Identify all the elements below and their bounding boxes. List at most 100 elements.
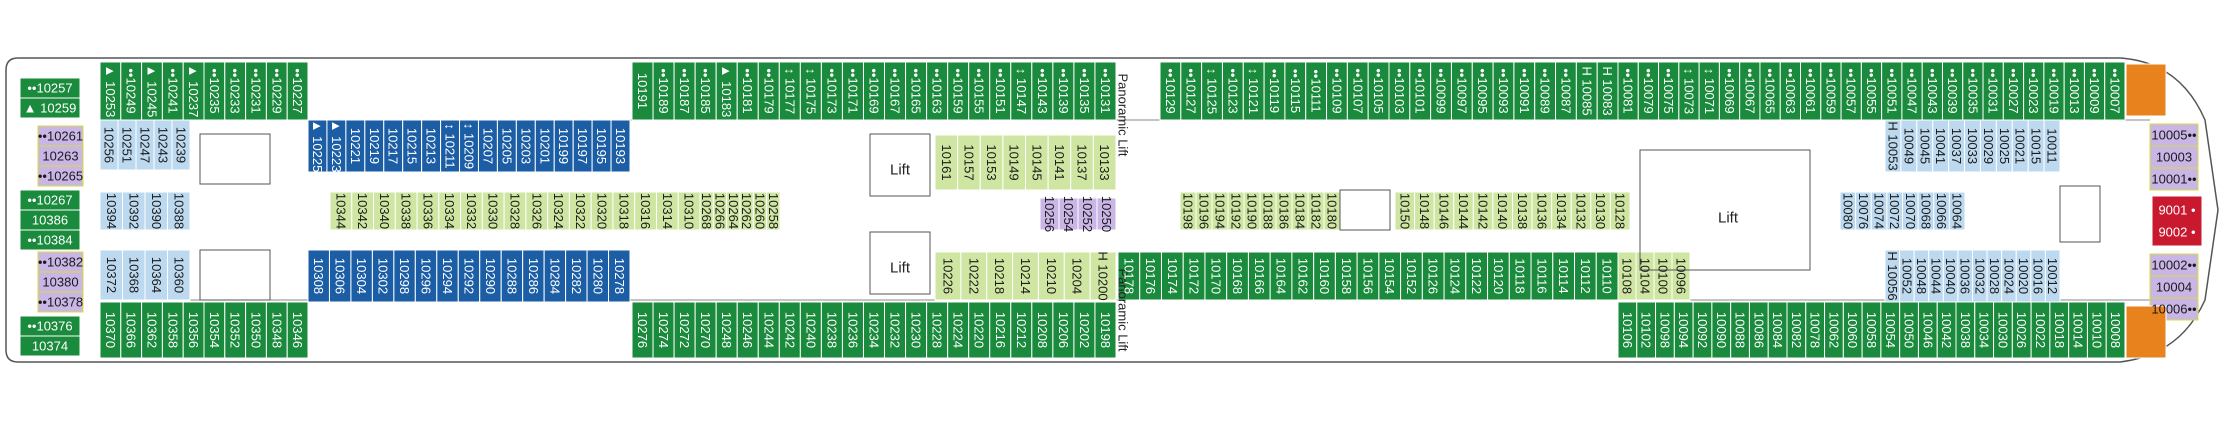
cabin[interactable] <box>1094 301 1117 359</box>
cabin[interactable] <box>2105 301 2126 359</box>
cabin-number-label: ••10227 <box>290 68 305 113</box>
cabin[interactable] <box>37 291 84 313</box>
cabin-number-label: 10140 <box>1495 193 1510 229</box>
cabin[interactable] <box>1609 191 1631 231</box>
cabin[interactable] <box>2149 167 2199 191</box>
cabin-number-label: 10316 <box>638 193 653 229</box>
cabin-number-label: 10310 <box>682 193 697 229</box>
cabin-number-label: 10094 <box>1676 312 1691 348</box>
cabin-number-label: 10213 <box>424 128 439 164</box>
cabin-number-label: 10193 <box>613 128 628 164</box>
cabin[interactable] <box>1092 134 1117 191</box>
cabin[interactable] <box>1089 251 1117 301</box>
cabin-number-label: 10234 <box>867 312 882 348</box>
cabin[interactable] <box>19 229 81 251</box>
cabin[interactable] <box>2044 249 2061 303</box>
owner-suite-block[interactable] <box>2151 195 2203 247</box>
cabin[interactable] <box>2043 119 2061 173</box>
cabin-number-label: 10240 <box>803 312 818 348</box>
cabin-number-label: 10221 <box>348 128 363 164</box>
cabin[interactable] <box>1012 251 1039 301</box>
cabin-number-label: 10086 <box>1751 312 1766 348</box>
cabin[interactable] <box>1094 61 1117 121</box>
cabin-number-label: ↕ 10209 <box>462 123 477 169</box>
cabin-number-label: ••10009 <box>2087 68 2102 113</box>
cabin-number-label: ••10233 <box>228 68 243 113</box>
cabin-number-label: 10342 <box>355 193 370 229</box>
cabin-number-label: 10366 <box>124 312 139 348</box>
cabin-number-label: 10074 <box>1872 193 1887 229</box>
cabin-number-label: 10136 <box>1534 193 1549 229</box>
cabin-number-label: ▲ 10259 <box>24 101 77 116</box>
lift-label: Lift <box>890 162 911 179</box>
cabin-number-label: 10114 <box>1556 258 1571 293</box>
cabin-number-label: 10266 <box>713 193 728 229</box>
cabin-number-label: 10008 <box>2108 312 2123 348</box>
cabin-number-label: 10168 <box>1230 258 1245 294</box>
cabin-number-label: 10394 <box>104 193 119 229</box>
cabin-number-label: ••10261 <box>38 129 83 144</box>
cabin-number-label: 10374 <box>32 339 68 354</box>
cabin[interactable] <box>766 191 781 231</box>
cabin-number-label: 10100 <box>1656 258 1671 294</box>
cabin-number-label: 10062 <box>1826 312 1841 348</box>
cabin-number-label: 10072 <box>1887 193 1902 229</box>
cabin-number-label: ••10249 <box>124 68 139 113</box>
cabin[interactable] <box>1037 251 1065 301</box>
cabin-number-label: 10199 <box>556 128 571 164</box>
cabin-number-label: ••10129 <box>1163 68 1178 113</box>
cabin-number-label: 10318 <box>616 193 631 229</box>
cabin-number-label: ↕ 10175 <box>803 68 818 114</box>
cabin[interactable] <box>286 61 309 121</box>
cabin[interactable] <box>167 191 191 231</box>
cabin-number-label: 10002•• <box>2151 258 2197 273</box>
cabin[interactable] <box>286 301 309 359</box>
cabin-number-label: ••10382 <box>38 255 83 270</box>
cabin-number-label: 10110 <box>1600 258 1615 293</box>
cabin-number-label: ••10143 <box>1035 68 1050 113</box>
cabin-number-label: 10278 <box>612 258 627 294</box>
cabin[interactable] <box>934 251 962 301</box>
cabin[interactable] <box>37 165 84 187</box>
cabin-number-label: 10368 <box>126 257 141 293</box>
cabin[interactable] <box>610 119 631 173</box>
cabin[interactable] <box>171 119 191 171</box>
cabin-number-label: 10184 <box>1293 193 1308 229</box>
cabin-number-label: ••10079 <box>1641 68 1656 113</box>
cabin-number-label: ••10155 <box>972 68 987 113</box>
cabin-number-label: 10045 <box>1917 128 1932 164</box>
cabin[interactable] <box>1096 197 1117 231</box>
cabin-number-label: 10032 <box>1972 258 1987 294</box>
cabin-number-label: 10058 <box>1864 312 1879 348</box>
cabin-number-label: ••10089 <box>1538 68 1553 113</box>
cabin[interactable] <box>19 97 81 119</box>
cabin[interactable] <box>19 335 81 357</box>
cabin-number-label: 10144 <box>1456 193 1471 229</box>
cabin[interactable] <box>1671 251 1691 301</box>
cabin-number-label: ••10384 <box>27 233 72 248</box>
cabin-number-label: 10204 <box>1070 258 1085 294</box>
cabin-number-label: 10044 <box>1929 258 1944 294</box>
cabin-number-label: ••10231 <box>249 68 264 113</box>
cabin[interactable] <box>2104 61 2126 121</box>
cabin-number-label: ••10185 <box>698 68 713 113</box>
cabin-number-label: 10330 <box>486 193 501 229</box>
cabin-number-label: 10251 <box>120 127 135 163</box>
cabin-number-label: 10037 <box>1949 128 1964 164</box>
cabin-number-label: 10046 <box>1920 312 1935 348</box>
cabin[interactable] <box>1948 191 1966 231</box>
cabin-number-label: 10084 <box>1770 312 1785 348</box>
cabin-number-label: 10108 <box>1620 258 1635 294</box>
cabin-number-label: 10328 <box>508 193 523 229</box>
cabin-number-label: 10346 <box>290 312 305 348</box>
cabin[interactable] <box>1063 251 1091 301</box>
cabin[interactable] <box>167 249 191 301</box>
cabin-number-label: 10014 <box>2071 312 2086 348</box>
cabin-number-label: 10153 <box>984 144 999 180</box>
cabin[interactable] <box>608 249 631 303</box>
cabin-number-label: ••10057 <box>1844 68 1859 113</box>
cabin-number-label: 10203 <box>518 128 533 164</box>
cabin-number-label: 10030 <box>1995 312 2010 348</box>
cabin-number-label: 10276 <box>635 312 650 348</box>
cabin-number-label: 10178 <box>1121 258 1136 294</box>
